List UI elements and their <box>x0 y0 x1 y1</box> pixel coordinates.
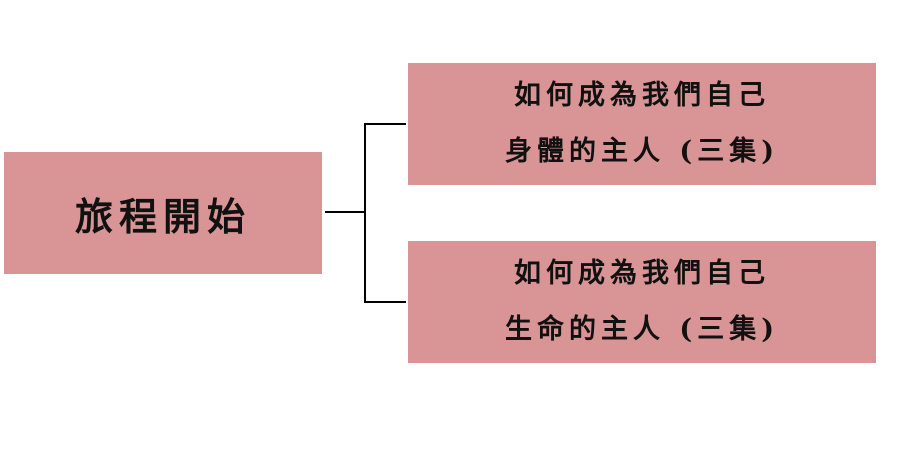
child-node-body: 如何成為我們自己 身體的主人 (三集) <box>408 63 876 185</box>
child-node-life-line2: 生命的主人 (三集) <box>505 314 779 345</box>
connector-child-1 <box>364 123 406 125</box>
child-node-life: 如何成為我們自己 生命的主人 (三集) <box>408 241 876 363</box>
root-node-label: 旅程開始 <box>74 193 251 239</box>
child-node-body-line1: 如何成為我們自己 <box>514 80 770 111</box>
child-node-body-line2: 身體的主人 (三集) <box>505 136 779 167</box>
connector-child-2 <box>364 301 406 303</box>
connector-root <box>325 211 365 213</box>
child-node-life-line1: 如何成為我們自己 <box>514 258 770 289</box>
root-node: 旅程開始 <box>4 152 322 274</box>
connector-branch <box>364 123 366 303</box>
